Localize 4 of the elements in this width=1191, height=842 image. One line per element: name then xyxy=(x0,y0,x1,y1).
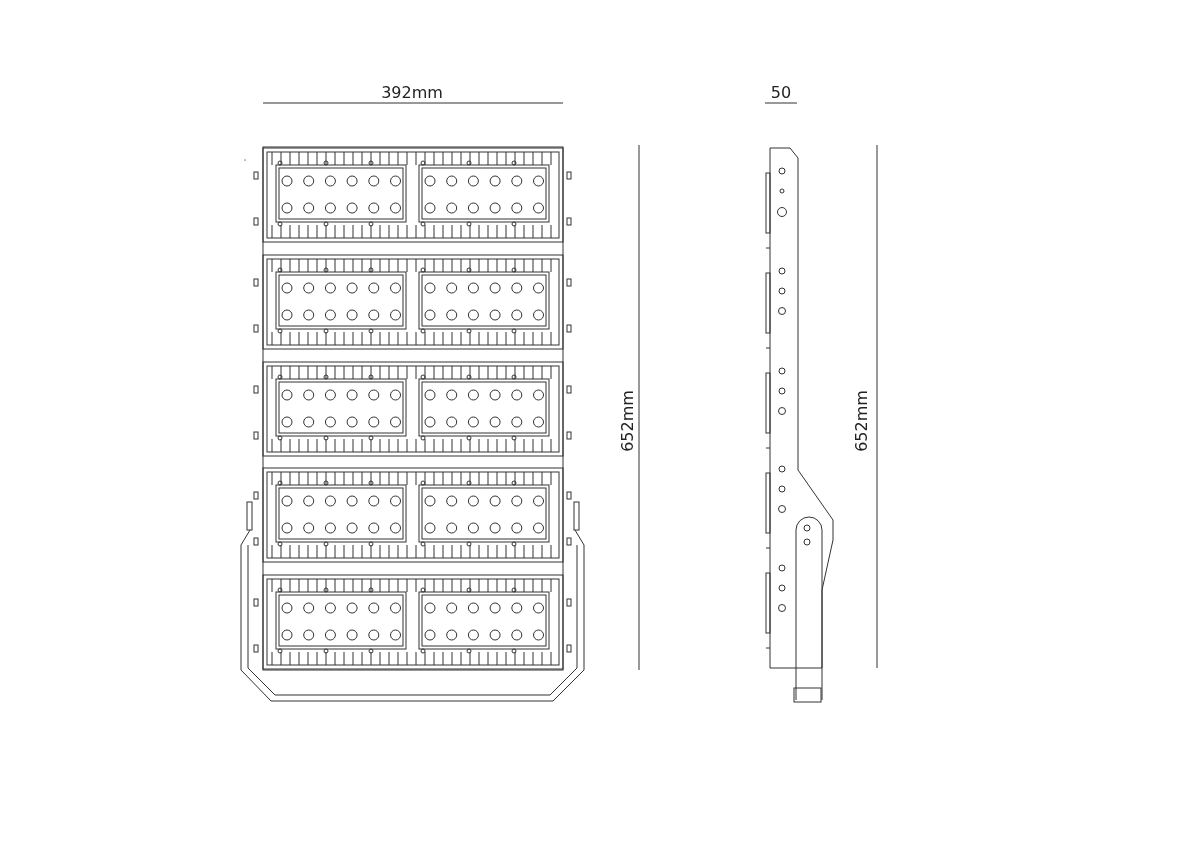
dimension-label: 392mm xyxy=(381,85,443,101)
dimension-label: 652mm xyxy=(854,390,870,452)
dimension-label: 652mm xyxy=(620,390,636,452)
dimension-label: 50 xyxy=(770,85,792,101)
